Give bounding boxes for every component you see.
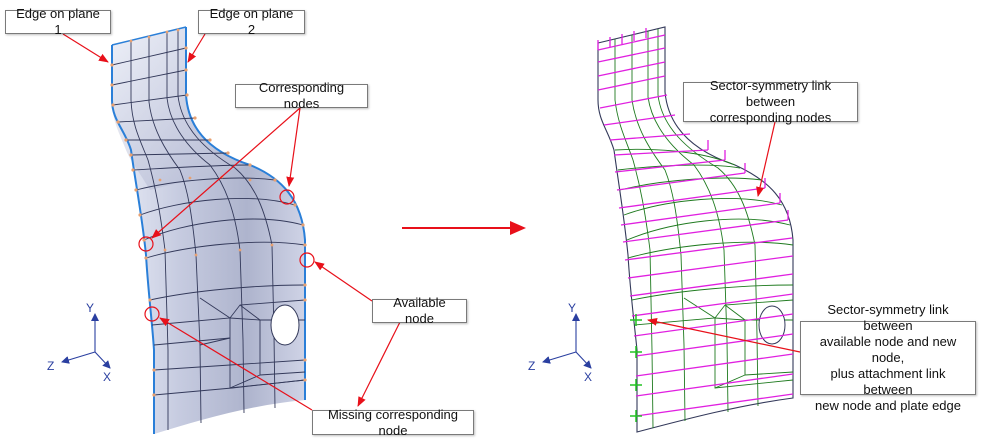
right-wireframe-model: Y Z X xyxy=(528,26,801,433)
callout-sector-link-corresponding-line1: Sector-symmetry link between xyxy=(709,78,832,109)
callout-available-node: Available node xyxy=(372,295,467,326)
available-node-circle xyxy=(299,252,315,268)
transition-arrow xyxy=(402,221,526,235)
left-surface-model: Y Z X xyxy=(47,26,401,434)
axis-triad-right xyxy=(542,313,592,369)
callout-edge-plane-1: Edge on plane 1 xyxy=(5,6,111,37)
right-annotation-arrows xyxy=(647,121,801,353)
axis-label-y-right: Y xyxy=(568,301,576,315)
axis-label-y-left: Y xyxy=(86,301,94,315)
axis-label-x-right: X xyxy=(584,370,592,384)
callout-missing-node-text: Missing corresponding node xyxy=(327,406,459,438)
callout-sector-link-new-line4: new node and plate edge xyxy=(814,398,961,413)
surface-mesh xyxy=(111,30,306,430)
callout-sector-link-corresponding: Sector-symmetry link between correspondi… xyxy=(683,78,858,125)
new-nodes xyxy=(630,314,642,422)
callout-missing-node: Missing corresponding node xyxy=(312,407,474,438)
callout-sector-link-new-node: Sector-symmetry link between available n… xyxy=(800,302,976,413)
callout-edge-plane-1-text: Edge on plane 1 xyxy=(16,6,100,37)
callout-available-node-text: Available node xyxy=(393,295,446,326)
missing-node-circle xyxy=(144,306,160,322)
callout-sector-link-new-line2: available node and new node, xyxy=(819,334,957,365)
axis-label-z-left: Z xyxy=(47,359,54,373)
callout-corresponding-nodes: Corresponding nodes xyxy=(235,80,368,111)
corresponding-node-circle-left xyxy=(138,236,154,252)
callout-sector-link-corresponding-line2: corresponding nodes xyxy=(709,110,832,125)
sector-symmetry-links xyxy=(597,28,794,417)
callout-sector-link-new-line3: plus attachment link between xyxy=(830,366,946,397)
axis-label-z-right: Z xyxy=(528,359,535,373)
callout-edge-plane-2-text: Edge on plane 2 xyxy=(209,6,294,37)
surface-nodes xyxy=(110,28,307,397)
left-annotation-arrows xyxy=(62,33,401,411)
axis-triad-left xyxy=(61,313,111,369)
axis-label-x-left: X xyxy=(103,370,111,384)
callout-corresponding-nodes-text: Corresponding nodes xyxy=(258,80,345,111)
callout-edge-plane-2: Edge on plane 2 xyxy=(198,6,305,37)
corresponding-node-circle-right xyxy=(279,189,295,205)
hole xyxy=(270,304,300,346)
edge-plane-1 xyxy=(111,45,155,434)
callout-sector-link-new-line1: Sector-symmetry link between xyxy=(827,302,949,333)
